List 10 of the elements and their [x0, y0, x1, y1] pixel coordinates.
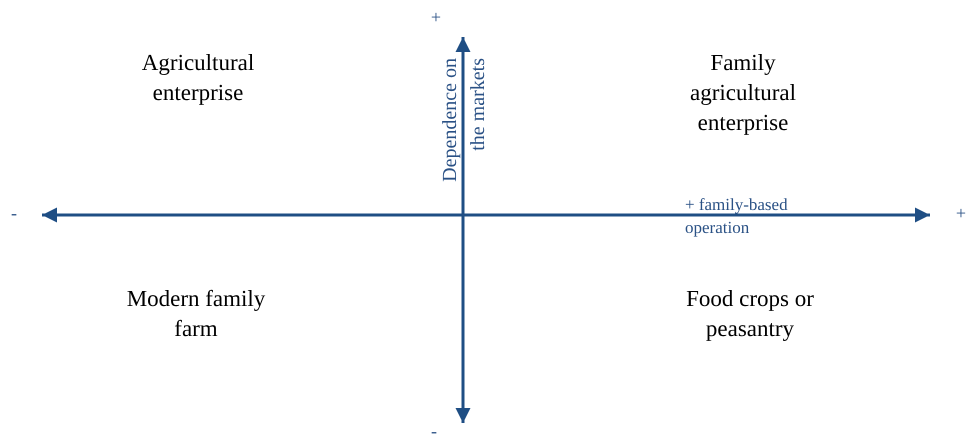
axis-sign: -: [10, 202, 18, 225]
quadrant-label: Food crops or peasantry: [685, 285, 815, 343]
axis-sign: +: [430, 6, 442, 29]
quadrant-label: Modern family farm: [126, 285, 266, 343]
quadrant-label: Family agricultural enterprise: [688, 49, 797, 137]
axis-title: + family-based operation: [685, 194, 789, 239]
axis-sign: -: [430, 420, 438, 441]
quadrant-label: Agricultural enterprise: [140, 49, 256, 107]
axis-sign: +: [954, 202, 968, 225]
axis-title: Dependence on the markets: [438, 58, 490, 184]
